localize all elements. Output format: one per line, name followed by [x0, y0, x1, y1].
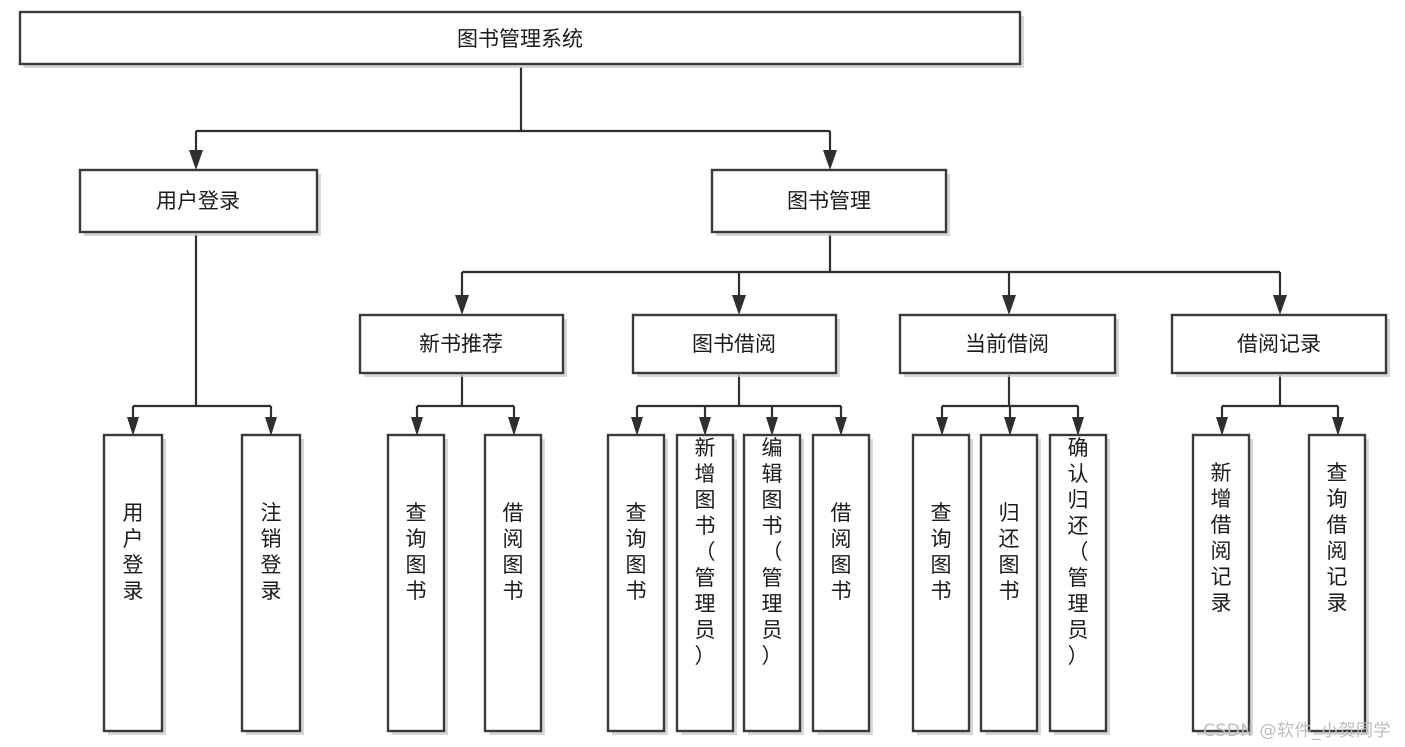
- node-leaf-add-book-rect: [675, 433, 735, 733]
- node-borrow-record-label: 借阅记录: [1237, 332, 1321, 356]
- node-new-book-recommend[interactable]: 新书推荐: [358, 313, 567, 377]
- node-leaf-query-books-1-rect: [386, 433, 446, 733]
- node-book-borrow-rect: [631, 313, 838, 375]
- node-leaf-add-book-label: 新增图书（管理员）: [695, 436, 716, 668]
- node-leaf-borrow-books-1-label: 借阅图书: [503, 501, 524, 603]
- arrow-leaf-edit-book: [766, 417, 778, 436]
- arrow-to-borrow-record: [1273, 295, 1287, 315]
- node-leaf-return-book-label: 归还图书: [999, 501, 1020, 603]
- node-leaf-add-record-label: 新增借阅记录: [1211, 461, 1232, 615]
- node-leaf-add-record-rect: [1191, 433, 1251, 733]
- node-leaf-confirm-return[interactable]: 确认归还（管理员）: [1048, 433, 1110, 735]
- node-leaf-add-book[interactable]: 新增图书（管理员）: [675, 433, 737, 735]
- node-leaf-edit-book[interactable]: 编辑图书（管理员）: [742, 433, 804, 735]
- node-new-book-recommend-rect: [358, 313, 565, 375]
- node-leaf-logout-label: 注销登录: [261, 501, 282, 603]
- arrow-to-new-book-recommend: [455, 295, 469, 315]
- node-leaf-user-login-rect: [102, 433, 164, 733]
- node-leaf-query-books-2[interactable]: 查询图书: [606, 433, 668, 735]
- node-leaf-logout[interactable]: 注销登录: [240, 433, 304, 735]
- node-book-management[interactable]: 图书管理: [710, 168, 950, 236]
- connectors-layer: [127, 67, 1344, 436]
- node-root-rect: [18, 10, 1022, 66]
- node-leaf-borrow-books-1[interactable]: 借阅图书: [483, 433, 545, 735]
- node-leaf-query-record-rect: [1307, 433, 1367, 733]
- node-borrow-record-rect: [1170, 313, 1388, 375]
- node-leaf-query-books-3-label: 查询图书: [931, 501, 952, 603]
- arrow-to-book-management: [823, 150, 837, 170]
- node-leaf-add-record[interactable]: 新增借阅记录: [1191, 433, 1253, 735]
- node-leaf-query-record[interactable]: 查询借阅记录: [1307, 433, 1369, 735]
- node-leaf-query-books-3-rect: [911, 433, 971, 733]
- node-leaf-return-book[interactable]: 归还图书: [979, 433, 1041, 735]
- arrow-to-current-borrow: [1002, 295, 1016, 315]
- arrow-leaf-borrow-books-1: [508, 417, 520, 436]
- node-leaf-logout-rect: [240, 433, 302, 733]
- node-book-management-rect: [710, 168, 948, 234]
- node-leaf-confirm-return-label: 确认归还（管理员）: [1068, 436, 1089, 668]
- node-book-management-label: 图书管理: [787, 189, 871, 213]
- node-root[interactable]: 图书管理系统: [18, 10, 1024, 68]
- node-leaf-query-books-1[interactable]: 查询图书: [386, 433, 448, 735]
- node-leaf-user-login[interactable]: 用户登录: [102, 433, 166, 735]
- node-leaf-user-login-label: 用户登录: [123, 501, 144, 603]
- node-user-login-rect: [78, 168, 319, 234]
- csdn-watermark: CSDN @软件_小贺同学: [1203, 721, 1391, 741]
- arrow-leaf-query-books-1: [411, 417, 423, 436]
- node-leaf-return-book-rect: [979, 433, 1039, 733]
- arrow-leaf-return-book: [1004, 417, 1016, 436]
- node-user-login[interactable]: 用户登录: [78, 168, 321, 236]
- node-leaf-borrow-books-2-rect: [811, 433, 871, 733]
- node-leaf-query-record-label: 查询借阅记录: [1327, 461, 1348, 615]
- arrow-leaf-user-login: [127, 417, 139, 436]
- arrow-leaf-add-book: [699, 417, 711, 436]
- node-current-borrow-rect: [898, 313, 1117, 375]
- node-book-borrow-label: 图书借阅: [692, 332, 776, 356]
- node-book-borrow[interactable]: 图书借阅: [631, 313, 840, 377]
- node-root-label: 图书管理系统: [457, 27, 583, 51]
- arrow-leaf-add-record: [1216, 417, 1228, 436]
- node-leaf-confirm-return-rect: [1048, 433, 1108, 733]
- node-leaf-query-books-1-label: 查询图书: [406, 501, 427, 603]
- node-current-borrow-label: 当前借阅: [965, 332, 1049, 356]
- node-leaf-query-books-2-rect: [606, 433, 666, 733]
- arrow-to-book-borrow: [732, 295, 746, 315]
- node-user-login-label: 用户登录: [156, 189, 240, 213]
- node-leaf-edit-book-rect: [742, 433, 802, 733]
- node-leaf-edit-book-label: 编辑图书（管理员）: [762, 436, 783, 668]
- arrow-leaf-query-record: [1332, 417, 1344, 436]
- arrow-leaf-query-books-3: [936, 417, 948, 436]
- node-leaf-borrow-books-2[interactable]: 借阅图书: [811, 433, 873, 735]
- arrow-leaf-confirm-return: [1072, 417, 1084, 436]
- node-borrow-record[interactable]: 借阅记录: [1170, 313, 1390, 377]
- node-new-book-recommend-label: 新书推荐: [419, 332, 503, 356]
- arrow-leaf-query-books-2: [631, 417, 643, 436]
- node-leaf-query-books-3[interactable]: 查询图书: [911, 433, 973, 735]
- arrow-leaf-logout: [265, 417, 277, 436]
- node-leaf-borrow-books-2-label: 借阅图书: [831, 501, 852, 603]
- node-current-borrow[interactable]: 当前借阅: [898, 313, 1119, 377]
- node-leaf-borrow-books-1-rect: [483, 433, 543, 733]
- node-leaf-query-books-2-label: 查询图书: [626, 501, 647, 603]
- arrow-to-user-login: [189, 150, 203, 170]
- arrow-leaf-borrow-books-2: [835, 417, 847, 436]
